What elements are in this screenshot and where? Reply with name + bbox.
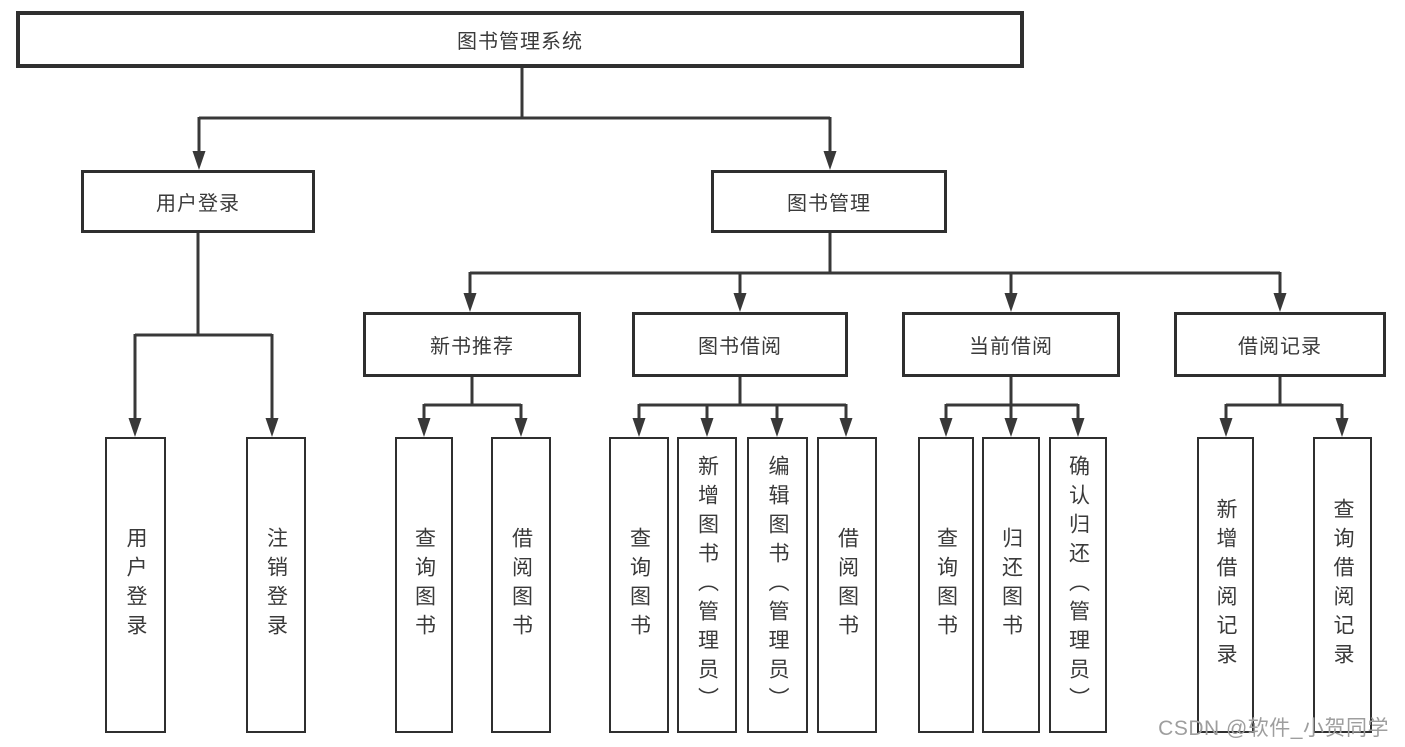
leaf-add-borrow-record-label: 新增借阅记录 bbox=[1214, 498, 1237, 672]
leaf-confirm-return-admin-label: 确认归还（管理员） bbox=[1066, 454, 1090, 716]
leaf-query-book-newrec: 查询图书 bbox=[395, 437, 453, 733]
node-user-login: 用户登录 bbox=[81, 170, 315, 233]
node-current-borrow-label: 当前借阅 bbox=[969, 336, 1053, 358]
leaf-query-book-current: 查询图书 bbox=[918, 437, 974, 733]
leaf-edit-book-admin-label: 编辑图书（管理员） bbox=[766, 454, 789, 716]
leaf-logout-login-label: 注销登录 bbox=[264, 527, 288, 643]
node-book-management-label: 图书管理 bbox=[787, 193, 871, 215]
leaf-borrow-book-borrow-label: 借阅图书 bbox=[835, 527, 859, 643]
leaf-logout-login: 注销登录 bbox=[246, 437, 306, 733]
leaf-add-book-admin: 新增图书（管理员） bbox=[677, 437, 737, 733]
leaf-edit-book-admin: 编辑图书（管理员） bbox=[747, 437, 808, 733]
leaf-query-book-current-label: 查询图书 bbox=[934, 527, 958, 643]
leaf-return-book: 归还图书 bbox=[982, 437, 1040, 733]
node-borrow-records-label: 借阅记录 bbox=[1238, 336, 1322, 358]
node-book-borrow: 图书借阅 bbox=[632, 312, 848, 377]
node-book-management: 图书管理 bbox=[711, 170, 947, 233]
node-new-book-recommend-label: 新书推荐 bbox=[430, 336, 514, 358]
node-root-label: 图书管理系统 bbox=[457, 31, 583, 53]
node-current-borrow: 当前借阅 bbox=[902, 312, 1120, 377]
leaf-return-book-label: 归还图书 bbox=[999, 527, 1023, 643]
node-user-login-label: 用户登录 bbox=[156, 193, 240, 215]
leaf-confirm-return-admin: 确认归还（管理员） bbox=[1049, 437, 1107, 733]
node-new-book-recommend: 新书推荐 bbox=[363, 312, 581, 377]
leaf-borrow-book-newrec-label: 借阅图书 bbox=[509, 527, 533, 643]
leaf-query-borrow-record-label: 查询借阅记录 bbox=[1331, 498, 1354, 672]
leaf-query-book-borrow-label: 查询图书 bbox=[627, 527, 651, 643]
node-root: 图书管理系统 bbox=[16, 11, 1024, 68]
leaf-borrow-book-borrow: 借阅图书 bbox=[817, 437, 877, 733]
leaf-borrow-book-newrec: 借阅图书 bbox=[491, 437, 551, 733]
leaf-add-borrow-record: 新增借阅记录 bbox=[1197, 437, 1254, 733]
leaf-query-borrow-record: 查询借阅记录 bbox=[1313, 437, 1372, 733]
leaf-add-book-admin-label: 新增图书（管理员） bbox=[695, 454, 719, 716]
leaf-query-book-borrow: 查询图书 bbox=[609, 437, 669, 733]
node-borrow-records: 借阅记录 bbox=[1174, 312, 1386, 377]
leaf-user-login: 用户登录 bbox=[105, 437, 166, 733]
leaf-user-login-label: 用户登录 bbox=[124, 527, 147, 643]
arrowheads bbox=[128, 151, 1349, 437]
leaf-query-book-newrec-label: 查询图书 bbox=[412, 527, 436, 643]
node-book-borrow-label: 图书借阅 bbox=[698, 336, 782, 358]
